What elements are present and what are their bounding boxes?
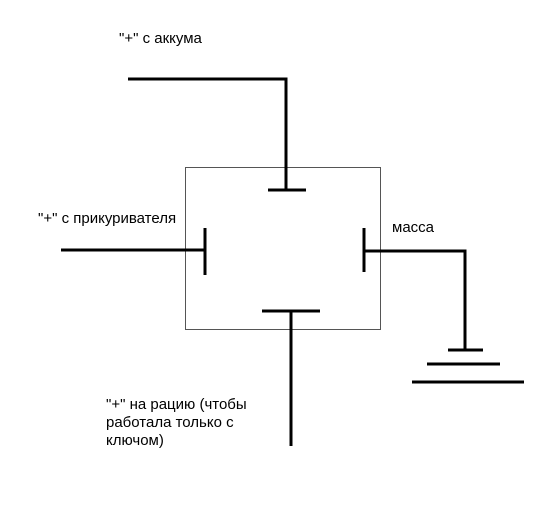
- relay-box: [185, 167, 381, 330]
- ground-label: масса: [392, 219, 434, 236]
- ground-wire: [362, 228, 467, 350]
- battery-plus-label: "+" с аккума: [119, 30, 202, 47]
- battery-wire: [128, 77, 306, 192]
- radio-wire: [262, 309, 320, 446]
- lighter-wire: [61, 228, 207, 275]
- radio-plus-label: "+" на рацию (чтобы работала только с кл…: [106, 396, 247, 449]
- ground-icon: [412, 348, 524, 384]
- lighter-plus-label: "+" с прикуривателя: [38, 210, 177, 227]
